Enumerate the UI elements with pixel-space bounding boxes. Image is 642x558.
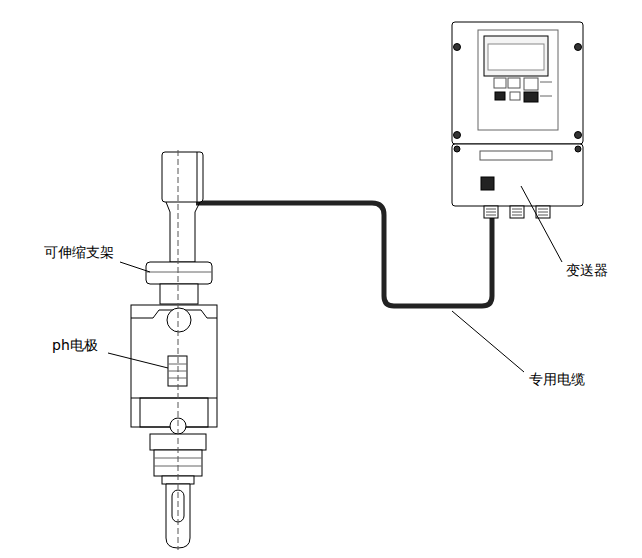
part-label: ph电极: [52, 337, 98, 354]
part-label: 变送器: [566, 262, 608, 279]
electrode-assembly: [131, 150, 217, 550]
leader-lines: [108, 186, 562, 372]
part-label: 专用电缆: [529, 371, 585, 388]
part-label: 可伸缩支架: [44, 244, 114, 261]
transmitter: [452, 22, 583, 218]
cable: [196, 203, 492, 306]
